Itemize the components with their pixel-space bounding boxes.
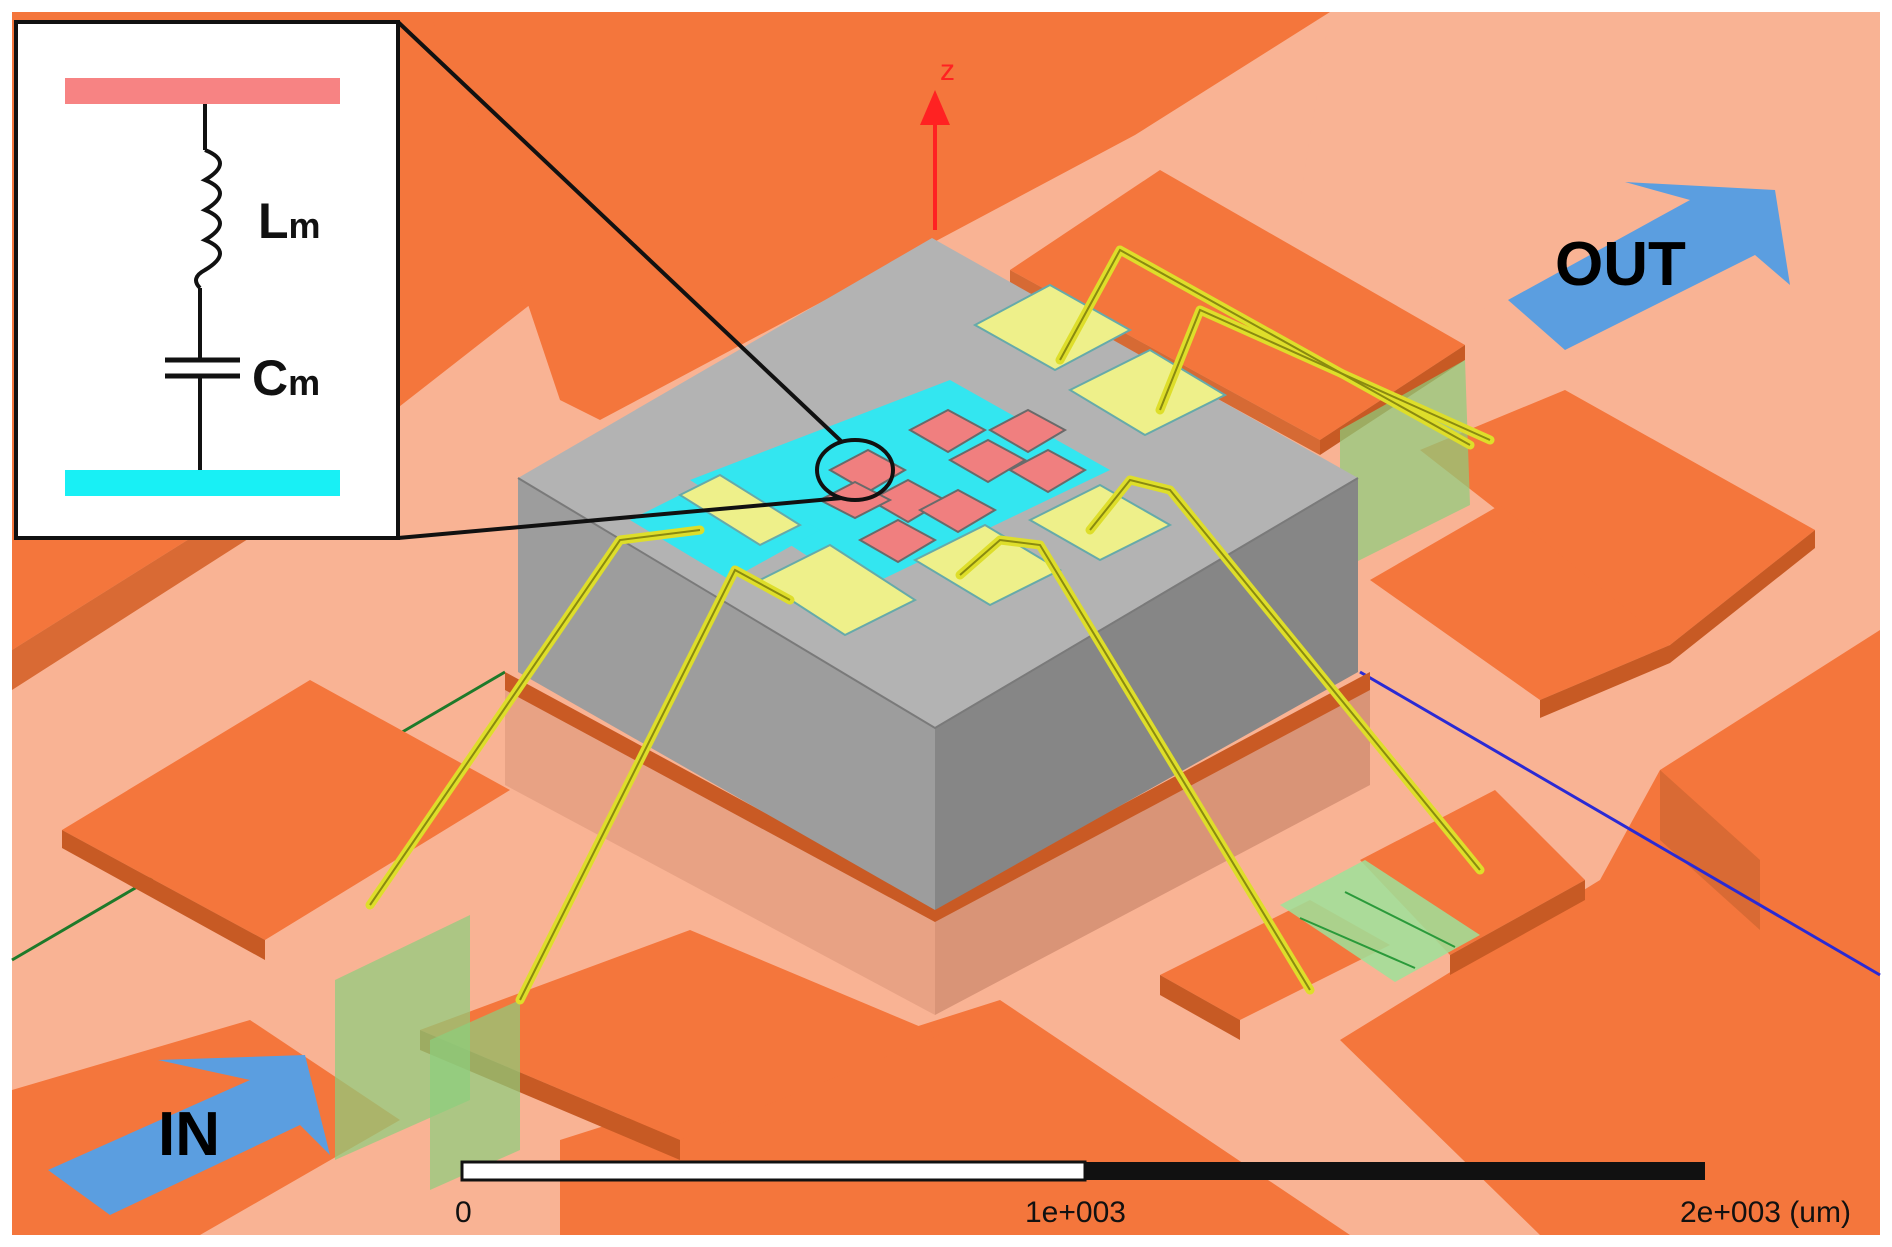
scale-bar: 0 1e+003 2e+003 (um) <box>455 1160 1851 1229</box>
top-plate <box>65 78 340 104</box>
die-pads <box>630 283 1228 637</box>
inductor-label: L <box>258 193 289 249</box>
capacitor-label: C <box>252 350 288 406</box>
inductor-icon <box>194 148 222 290</box>
scale-tick-mid: 1e+003 <box>1025 1196 1126 1229</box>
input-pads <box>62 680 940 1190</box>
z-axis-icon: z <box>920 54 955 230</box>
bottom-plate <box>65 470 340 496</box>
output-label: OUT <box>1555 230 1686 299</box>
callout <box>396 20 895 540</box>
svg-text:Cm: Cm <box>252 350 320 406</box>
load-pads <box>1160 790 1585 1040</box>
output-pads <box>1010 170 1815 718</box>
capacitor-subscript: m <box>288 362 320 403</box>
output-arrow-icon: OUT <box>1508 182 1790 350</box>
capacitor-icon <box>165 357 240 379</box>
svg-text:Lm: Lm <box>258 193 321 249</box>
equivalent-circuit-inset: Lm Cm <box>14 20 400 540</box>
scale-tick-0: 0 <box>455 1196 472 1229</box>
z-axis-label: z <box>940 54 955 87</box>
inductor-subscript: m <box>289 205 321 246</box>
input-arrow-icon: IN <box>48 1055 330 1215</box>
scale-tick-end: 2e+003 (um) <box>1680 1196 1851 1229</box>
input-label: IN <box>158 1100 220 1169</box>
bond-wire-outlines <box>369 248 1491 1001</box>
package-base <box>505 672 1370 1015</box>
